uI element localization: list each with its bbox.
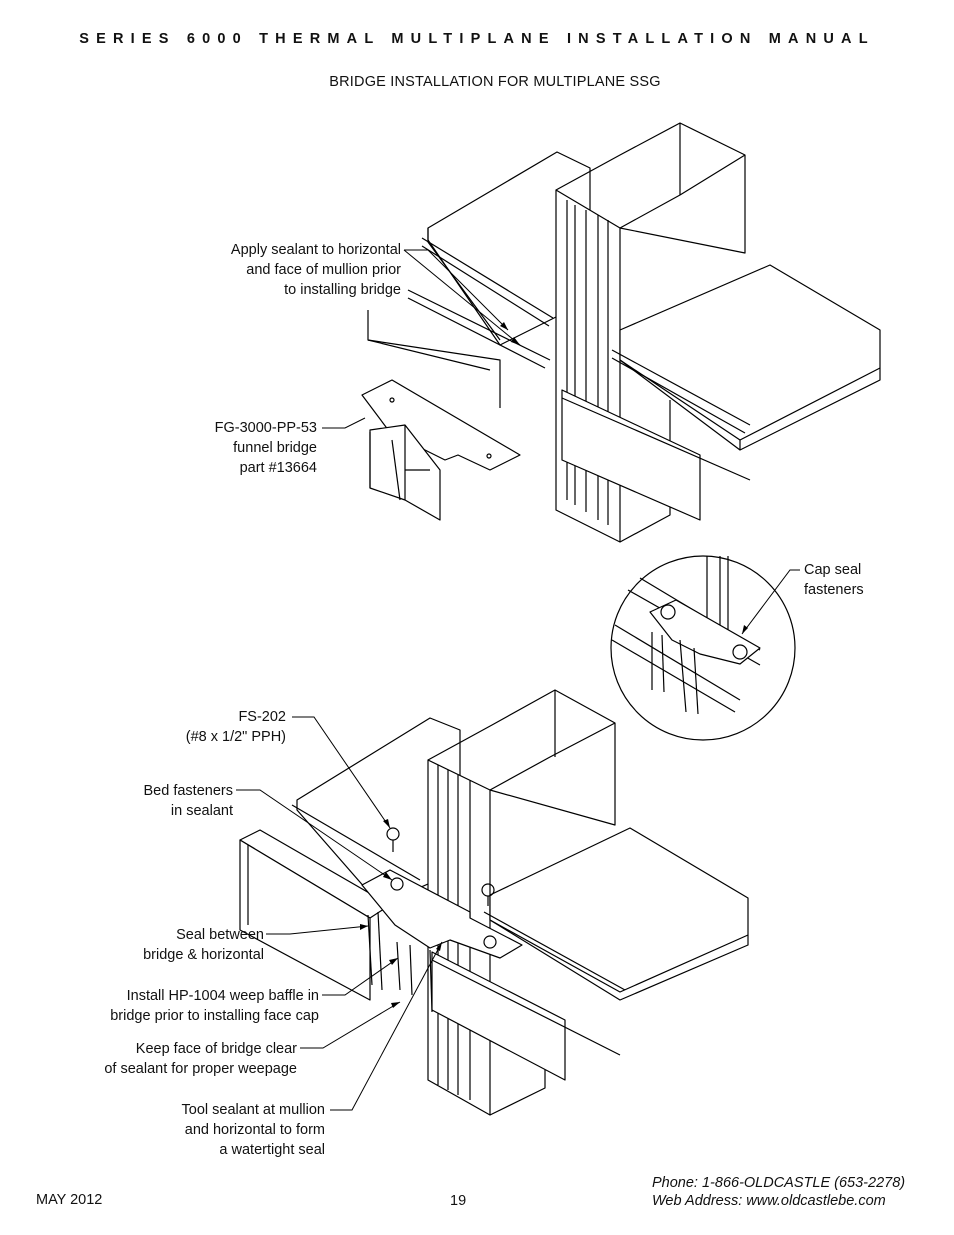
callout-line: of sealant for proper weepage bbox=[104, 1061, 297, 1077]
callout-line: and horizontal to form bbox=[184, 1122, 325, 1138]
callout-line: Cap seal bbox=[804, 562, 862, 578]
footer-date: MAY 2012 bbox=[36, 1192, 103, 1208]
contact-info: Phone: 1-866-OLDCASTLE (653-2278) Web Ad… bbox=[652, 1174, 905, 1210]
callout-funnel-bridge: FG-3000-PP-53 funnel bridge part #13664 bbox=[176, 418, 317, 478]
leader-lines bbox=[236, 249, 800, 1111]
callout-bed-fasteners: Bed fasteners in sealant bbox=[112, 781, 233, 821]
callout-weep-baffle: Install HP-1004 weep baffle in bridge pr… bbox=[60, 986, 319, 1026]
callout-line: Seal between bbox=[176, 927, 264, 943]
contact-phone: Phone: 1-866-OLDCASTLE (653-2278) bbox=[652, 1175, 906, 1191]
callout-line: to installing bridge bbox=[284, 282, 401, 298]
callout-line: in sealant bbox=[170, 803, 233, 819]
callout-tool-sealant: Tool sealant at mullion and horizontal t… bbox=[140, 1100, 325, 1160]
callout-line: funnel bridge bbox=[233, 440, 317, 456]
callout-line: Tool sealant at mullion bbox=[181, 1102, 325, 1118]
callout-line: part #13664 bbox=[239, 460, 317, 476]
callout-line: a watertight seal bbox=[219, 1142, 325, 1158]
callout-line: and face of mullion prior bbox=[246, 262, 401, 278]
callout-fs202: FS-202 (#8 x 1/2" PPH) bbox=[150, 707, 286, 747]
callout-line: FG-3000-PP-53 bbox=[214, 420, 317, 436]
callout-line: Keep face of bridge clear bbox=[135, 1041, 297, 1057]
leader-arrowheads bbox=[360, 322, 748, 1008]
callout-cap-seal-fasteners: Cap seal fasteners bbox=[804, 560, 864, 600]
cap-seal-detail-illustration bbox=[610, 555, 796, 741]
lower-assembly-illustration bbox=[239, 689, 749, 1116]
callout-line: fasteners bbox=[804, 582, 864, 598]
callout-apply-sealant: Apply sealant to horizontal and face of … bbox=[196, 240, 401, 300]
upper-assembly-illustration bbox=[361, 122, 881, 543]
callout-line: FS-202 bbox=[238, 709, 286, 725]
callout-line: Apply sealant to horizontal bbox=[230, 242, 401, 258]
callout-line: (#8 x 1/2" PPH) bbox=[185, 729, 286, 745]
callout-line: bridge & horizontal bbox=[143, 947, 264, 963]
callout-line: bridge prior to installing face cap bbox=[110, 1008, 319, 1024]
page-subtitle: BRIDGE INSTALLATION FOR MULTIPLANE SSG bbox=[329, 74, 661, 90]
callout-keep-face-clear: Keep face of bridge clear of sealant for… bbox=[60, 1039, 297, 1079]
contact-web: Web Address: www.oldcastlebe.com bbox=[652, 1193, 886, 1209]
callout-seal-between: Seal between bridge & horizontal bbox=[110, 925, 264, 965]
manual-title: SERIES 6000 THERMAL MULTIPLANE INSTALLAT… bbox=[79, 31, 875, 47]
callout-line: Bed fasteners bbox=[143, 783, 233, 799]
callout-line: Install HP-1004 weep baffle in bbox=[126, 988, 319, 1004]
page-number: 19 bbox=[450, 1193, 467, 1209]
